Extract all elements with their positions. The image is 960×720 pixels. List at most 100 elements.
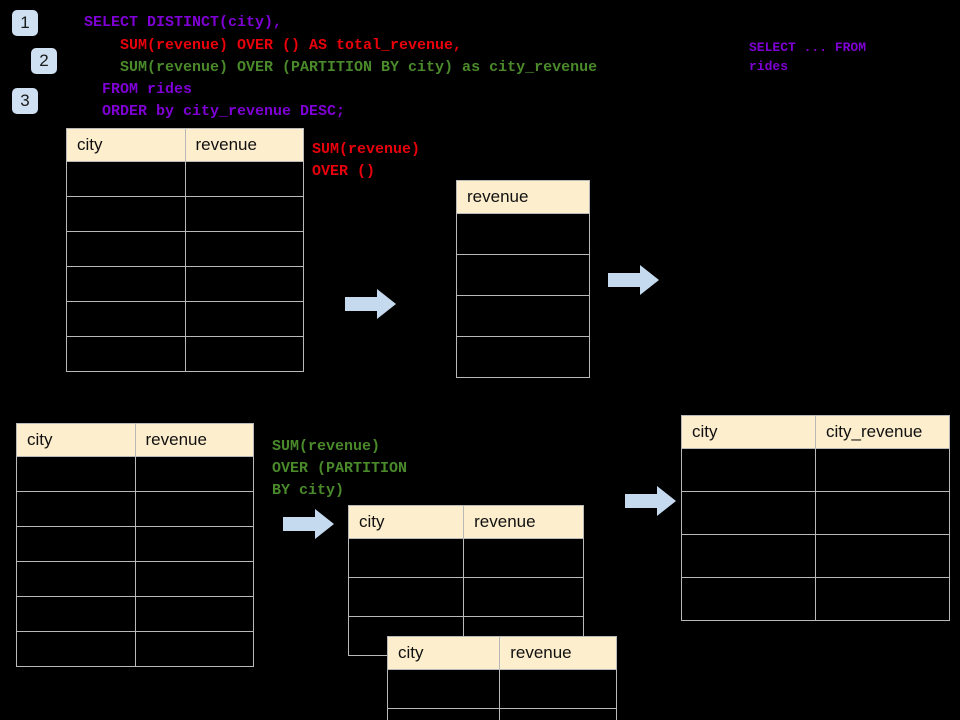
cell-revenue: [134, 456, 254, 492]
arrow-total-to-result-icon: [608, 265, 659, 295]
table-row: [681, 491, 950, 535]
sql-line-total-revenue: SUM(revenue) OVER () AS total_revenue,: [84, 37, 463, 54]
table-row: [347, 577, 584, 617]
cell-city: [16, 561, 136, 597]
cell-revenue: [456, 213, 590, 255]
table-row: [16, 526, 254, 562]
cell-city: [347, 538, 465, 578]
table-row: [456, 336, 590, 378]
cell-city: [347, 577, 465, 617]
rides-source-table-top: city revenue: [66, 128, 304, 372]
table-header-row: city revenue: [66, 128, 304, 162]
cell-city: [16, 631, 136, 667]
cell-city-revenue: [815, 534, 950, 578]
cell-revenue: [499, 669, 617, 709]
cell-city: [66, 301, 186, 337]
table-row: [386, 669, 617, 709]
cell-revenue: [134, 631, 254, 667]
table-row: [66, 301, 304, 337]
table-row: [456, 254, 590, 296]
cell-revenue: [456, 336, 590, 378]
cell-city: [681, 491, 816, 535]
table-row: [386, 708, 617, 720]
cell-revenue: [184, 266, 304, 302]
cell-city-revenue: [815, 577, 950, 621]
step-badge-3: 3: [12, 88, 38, 114]
table-row: [456, 213, 590, 255]
table-row: [681, 448, 950, 492]
rides-source-table-bottom: city revenue: [16, 423, 254, 667]
sql-side-note: SELECT ... FROM rides: [749, 40, 867, 74]
arrow-source-to-total-icon: [345, 289, 396, 319]
table-row: [16, 561, 254, 597]
table-header-row: city revenue: [386, 636, 617, 670]
cell-revenue: [134, 561, 254, 597]
table-row: [66, 231, 304, 267]
column-header-revenue: revenue: [134, 423, 254, 457]
cell-revenue: [134, 491, 254, 527]
table-row: [16, 631, 254, 667]
sql-line-from-rides: FROM rides: [84, 81, 193, 98]
table-header-row: revenue: [456, 180, 590, 214]
table-row: [456, 295, 590, 337]
cell-city: [16, 456, 136, 492]
table-row: [66, 336, 304, 372]
table-row: [66, 161, 304, 197]
annotation-over-empty: SUM(revenue) OVER (): [312, 141, 421, 180]
cell-revenue: [184, 196, 304, 232]
annotation-partition-by-city: SUM(revenue) OVER (PARTITION BY city): [272, 438, 408, 499]
cell-city: [16, 596, 136, 632]
cell-revenue: [134, 596, 254, 632]
table-header-row: city revenue: [347, 505, 584, 539]
cell-revenue: [463, 577, 584, 617]
cell-revenue: [456, 295, 590, 337]
cell-city: [386, 708, 501, 720]
column-header-city: city: [66, 128, 186, 162]
column-header-revenue: revenue: [184, 128, 304, 162]
cell-revenue: [463, 538, 584, 578]
table-row: [347, 538, 584, 578]
table-header-row: city revenue: [16, 423, 254, 457]
column-header-city: city: [681, 415, 816, 449]
cell-city-revenue: [815, 448, 950, 492]
cell-city: [681, 577, 816, 621]
partition-table-b: city revenue: [386, 636, 617, 720]
cell-revenue: [134, 526, 254, 562]
table-row: [681, 534, 950, 578]
cell-revenue: [499, 708, 617, 720]
column-header-city: city: [347, 505, 465, 539]
result-city-revenue-table: city city_revenue: [681, 415, 950, 621]
total-revenue-table: revenue: [456, 180, 590, 378]
arrow-partition-to-result-icon: [625, 486, 676, 516]
column-header-revenue: revenue: [463, 505, 584, 539]
column-header-city: city: [386, 636, 501, 670]
step-badge-1: 1: [12, 10, 38, 36]
cell-city: [16, 526, 136, 562]
table-row: [16, 596, 254, 632]
cell-city: [66, 196, 186, 232]
cell-revenue: [184, 161, 304, 197]
step-badge-2: 2: [31, 48, 57, 74]
sql-line-city-revenue: SUM(revenue) OVER (PARTITION BY city) as…: [84, 59, 598, 76]
cell-city: [66, 266, 186, 302]
table-row: [66, 196, 304, 232]
sql-line-select-distinct: SELECT DISTINCT(city),: [84, 14, 283, 31]
table-row: [66, 266, 304, 302]
cell-city: [386, 669, 501, 709]
sql-line-order-by: ORDER by city_revenue DESC;: [84, 103, 346, 120]
column-header-city-revenue: city_revenue: [815, 415, 950, 449]
column-header-city: city: [16, 423, 136, 457]
cell-city: [681, 448, 816, 492]
table-row: [16, 456, 254, 492]
cell-city: [66, 336, 186, 372]
table-header-row: city city_revenue: [681, 415, 950, 449]
cell-revenue: [184, 336, 304, 372]
arrow-source-to-partition-icon: [283, 509, 334, 539]
column-header-revenue: revenue: [456, 180, 590, 214]
table-row: [16, 491, 254, 527]
cell-city: [16, 491, 136, 527]
cell-city: [681, 534, 816, 578]
table-row: [681, 577, 950, 621]
cell-city-revenue: [815, 491, 950, 535]
